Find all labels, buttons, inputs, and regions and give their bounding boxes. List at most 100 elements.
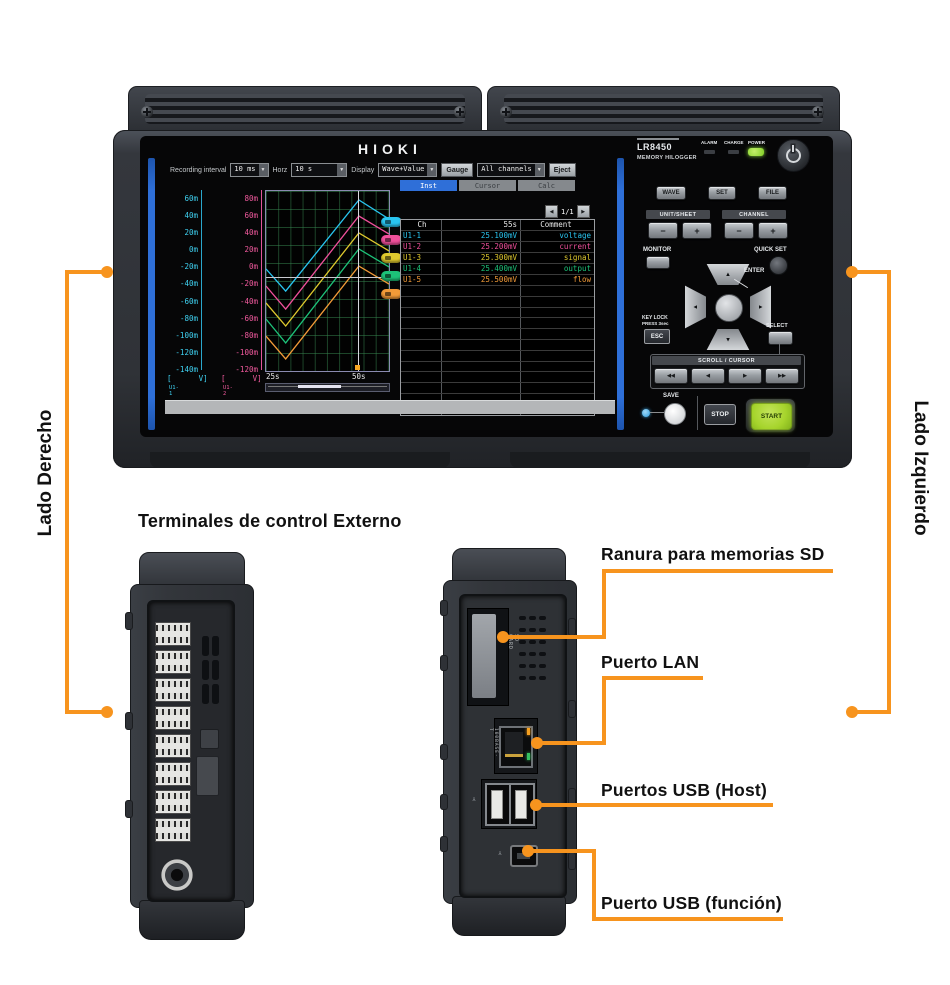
module-unit-left	[128, 86, 482, 135]
vent-slot	[529, 628, 536, 632]
enter-label: ENTER	[744, 268, 765, 274]
chevron-down-icon: ▼	[534, 164, 544, 176]
device-foot	[150, 452, 450, 468]
latch-bump	[440, 836, 448, 852]
chevron-down-icon: ▼	[337, 164, 347, 176]
label-sd: Ranura para memorias SD	[601, 544, 825, 564]
power-button[interactable]	[777, 139, 810, 172]
arrow-left-icon: ▲	[692, 304, 699, 310]
channel-minus-button[interactable]: −	[724, 222, 754, 239]
module-vent-slats	[504, 94, 823, 124]
channel-plus-button[interactable]: +	[758, 222, 788, 239]
table-row-empty	[401, 295, 594, 307]
side-cap-bottom	[139, 900, 245, 940]
eject-button[interactable]: Eject	[548, 163, 576, 177]
file-button[interactable]: FILE	[758, 186, 787, 200]
page-next-button[interactable]: ▶	[576, 205, 590, 218]
key-lock-sublabel: PRESS 3sec	[642, 321, 669, 326]
tab-inst[interactable]: Inst	[400, 180, 457, 191]
x-tick-start: 25s	[266, 372, 280, 381]
recording-interval-dropdown[interactable]: 10 ms▼	[230, 163, 269, 177]
callout-line	[503, 635, 606, 639]
start-button[interactable]: START	[745, 398, 796, 433]
table-row-empty	[401, 306, 594, 318]
terminal-block	[155, 678, 191, 702]
horz-dropdown[interactable]: 10 s▼	[291, 163, 348, 177]
table-row-empty	[401, 328, 594, 339]
channel-marker-4	[381, 271, 402, 281]
vent-slot	[529, 616, 536, 620]
save-button[interactable]	[664, 403, 686, 425]
vent-slot	[539, 616, 546, 620]
enter-button[interactable]	[715, 294, 743, 322]
select-button[interactable]	[768, 331, 793, 345]
table-row-empty	[401, 285, 594, 296]
dpad-down-button[interactable]: ▲	[702, 329, 754, 350]
dpad-left-button[interactable]: ▲	[685, 281, 706, 333]
channel-label: CHANNEL	[722, 210, 786, 219]
save-led-icon	[642, 409, 650, 417]
waveform-scrollbar[interactable]	[265, 383, 390, 392]
table-row-empty	[401, 382, 594, 393]
vent-slot	[539, 664, 546, 668]
tab-cursor[interactable]: Cursor	[459, 180, 516, 191]
esc-button[interactable]: ESC	[644, 329, 670, 344]
page-indicator: 1/1	[561, 207, 574, 216]
callout-dot	[522, 845, 534, 857]
start-key-face: START	[751, 403, 792, 430]
usb-icon: Y	[472, 795, 477, 801]
fast-rewind-button[interactable]: ◀◀	[654, 368, 688, 384]
fast-forward-button[interactable]: ▶▶	[765, 368, 799, 384]
gauge-button[interactable]: Gauge	[441, 163, 474, 177]
vent-slot	[529, 676, 536, 680]
screw-icon	[454, 106, 466, 118]
vertical-cursor-line[interactable]	[357, 191, 359, 371]
latch-bump	[440, 744, 448, 760]
callout-line	[852, 710, 891, 714]
unit-sheet-minus-button[interactable]: −	[648, 222, 678, 239]
terminal-block	[155, 734, 191, 758]
callout-line	[602, 676, 606, 745]
callout-line	[538, 741, 606, 745]
vent-slot	[519, 652, 526, 656]
quick-set-button[interactable]	[769, 256, 788, 275]
display-dropdown[interactable]: Wave+Value▼	[378, 163, 438, 177]
set-button[interactable]: SET	[708, 186, 736, 200]
wave-button[interactable]: WAVE	[656, 186, 686, 200]
connector-cover	[196, 756, 219, 796]
step-left-button[interactable]: ◀	[691, 368, 725, 384]
table-row-empty	[401, 317, 594, 329]
gauge-unit-right: [ V]	[221, 374, 262, 383]
stop-button[interactable]: STOP	[704, 404, 736, 425]
vent-slot	[519, 640, 526, 644]
monitor-button[interactable]	[646, 256, 670, 269]
tab-calc[interactable]: Calc	[518, 180, 575, 191]
vent-slot	[529, 664, 536, 668]
dpad-up-button[interactable]: ▲	[706, 264, 750, 285]
label-lado-derecho: Lado Derecho	[35, 409, 56, 537]
callout-dot	[531, 737, 543, 749]
callout-line	[67, 710, 109, 714]
latch-bump	[440, 655, 448, 671]
vent-slot	[212, 684, 219, 704]
callout-line	[65, 270, 69, 714]
vent-slot	[539, 676, 546, 680]
arrow-up-icon: ▲	[725, 271, 731, 278]
channels-dropdown[interactable]: All channels▼	[477, 163, 545, 177]
scrollbar-thumb[interactable]	[298, 385, 341, 388]
panel-divider	[637, 138, 679, 140]
latch-bump	[568, 618, 576, 636]
unit-sheet-plus-button[interactable]: +	[682, 222, 712, 239]
key-lock-label: KEY LOCK	[642, 315, 668, 321]
page-prev-button[interactable]: ◀	[545, 205, 558, 218]
table-row-empty	[401, 349, 594, 361]
step-right-button[interactable]: ▶	[728, 368, 762, 384]
table-pager: ◀ 1/1 ▶	[545, 205, 590, 218]
sd-card	[472, 614, 496, 698]
callout-line	[529, 849, 596, 853]
power-led-icon	[748, 148, 764, 156]
arrow-down-icon: ▲	[725, 336, 731, 343]
vent-slot	[202, 660, 209, 680]
